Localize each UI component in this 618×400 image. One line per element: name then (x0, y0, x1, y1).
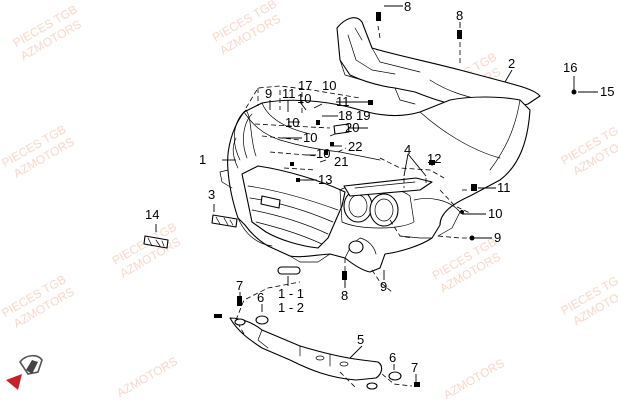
callout-11: 11 (282, 86, 296, 101)
leader-lines (235, 25, 473, 389)
bolt-icon (342, 271, 347, 280)
callout-16: 16 (563, 60, 577, 75)
callout-11: 11 (497, 180, 511, 195)
callout-10: 10 (322, 78, 336, 93)
brand-logo (6, 354, 43, 390)
callout-1: 1 (199, 152, 206, 167)
callout-10: 10 (297, 91, 311, 106)
callout-18: 18 (338, 108, 352, 123)
callout-20: 20 (345, 120, 359, 135)
nut-icon (368, 100, 373, 105)
badge-3 (211, 214, 238, 228)
watermark-text: AZMOTORS (114, 354, 180, 400)
clip-icon (316, 120, 320, 125)
callout-11: 11 (336, 94, 350, 109)
bolt-icon (414, 382, 420, 387)
callout-numbers: 8 8 2 16 15 9 11 17 10 10 11 18 19 20 10… (145, 0, 614, 375)
part-skid-plate (229, 317, 383, 381)
bolt-icon (376, 12, 381, 21)
callout-10: 10 (285, 115, 299, 130)
callout-7: 7 (411, 360, 418, 375)
logo-red-wedge (6, 374, 22, 390)
callout-8: 8 (456, 8, 463, 23)
callout-1-1: 1 - 1 (278, 286, 304, 301)
callout-14: 14 (145, 207, 159, 222)
part-front-fascia (219, 96, 531, 273)
logo-swoosh (19, 354, 43, 375)
callout-8: 8 (341, 288, 348, 303)
callout-12: 12 (427, 151, 441, 166)
callout-10: 10 (488, 206, 502, 221)
callout-21: 21 (334, 154, 348, 169)
logo-letter-mark (26, 360, 38, 374)
callout-6: 6 (257, 290, 264, 305)
nut-icon (471, 184, 477, 191)
callout-13: 13 (318, 172, 332, 187)
callout-6: 6 (389, 350, 396, 365)
clip-icon (290, 162, 294, 166)
bolt-icon (457, 30, 462, 39)
clip-icon (324, 150, 328, 155)
washer-icon (366, 382, 378, 390)
washer-icon (388, 371, 402, 381)
callout-2: 2 (508, 56, 515, 71)
watermark-text: AZMOTORS (441, 356, 507, 400)
screw-icon (460, 210, 464, 214)
callout-15: 15 (600, 84, 614, 99)
badge-14 (143, 235, 169, 249)
callout-9: 9 (494, 230, 501, 245)
clip-icon (296, 178, 300, 182)
bracket-icon (333, 123, 350, 135)
part-badges (143, 214, 301, 275)
callout-17: 17 (298, 78, 312, 93)
callout-4: 4 (404, 142, 411, 157)
clip-icon (330, 142, 334, 146)
washer-icon (255, 315, 269, 325)
bolt-icon (237, 296, 242, 306)
callout-8: 8 (404, 0, 411, 14)
callout-9: 9 (265, 86, 272, 101)
callout-5: 5 (357, 332, 364, 347)
grommet-strip (277, 266, 301, 275)
callout-leaders (155, 5, 598, 382)
callout-19: 19 (356, 108, 370, 123)
callout-10: 10 (303, 130, 317, 145)
callout-7: 7 (236, 278, 243, 293)
callout-9: 9 (380, 279, 387, 294)
callout-10: 10 (316, 146, 330, 161)
part-upper-cover (336, 17, 541, 110)
callout-3: 3 (208, 187, 215, 202)
bolt-icon (214, 314, 222, 318)
callout-22: 22 (348, 139, 362, 154)
washer-icon (234, 318, 246, 326)
callout-1-2: 1 - 2 (278, 300, 304, 315)
